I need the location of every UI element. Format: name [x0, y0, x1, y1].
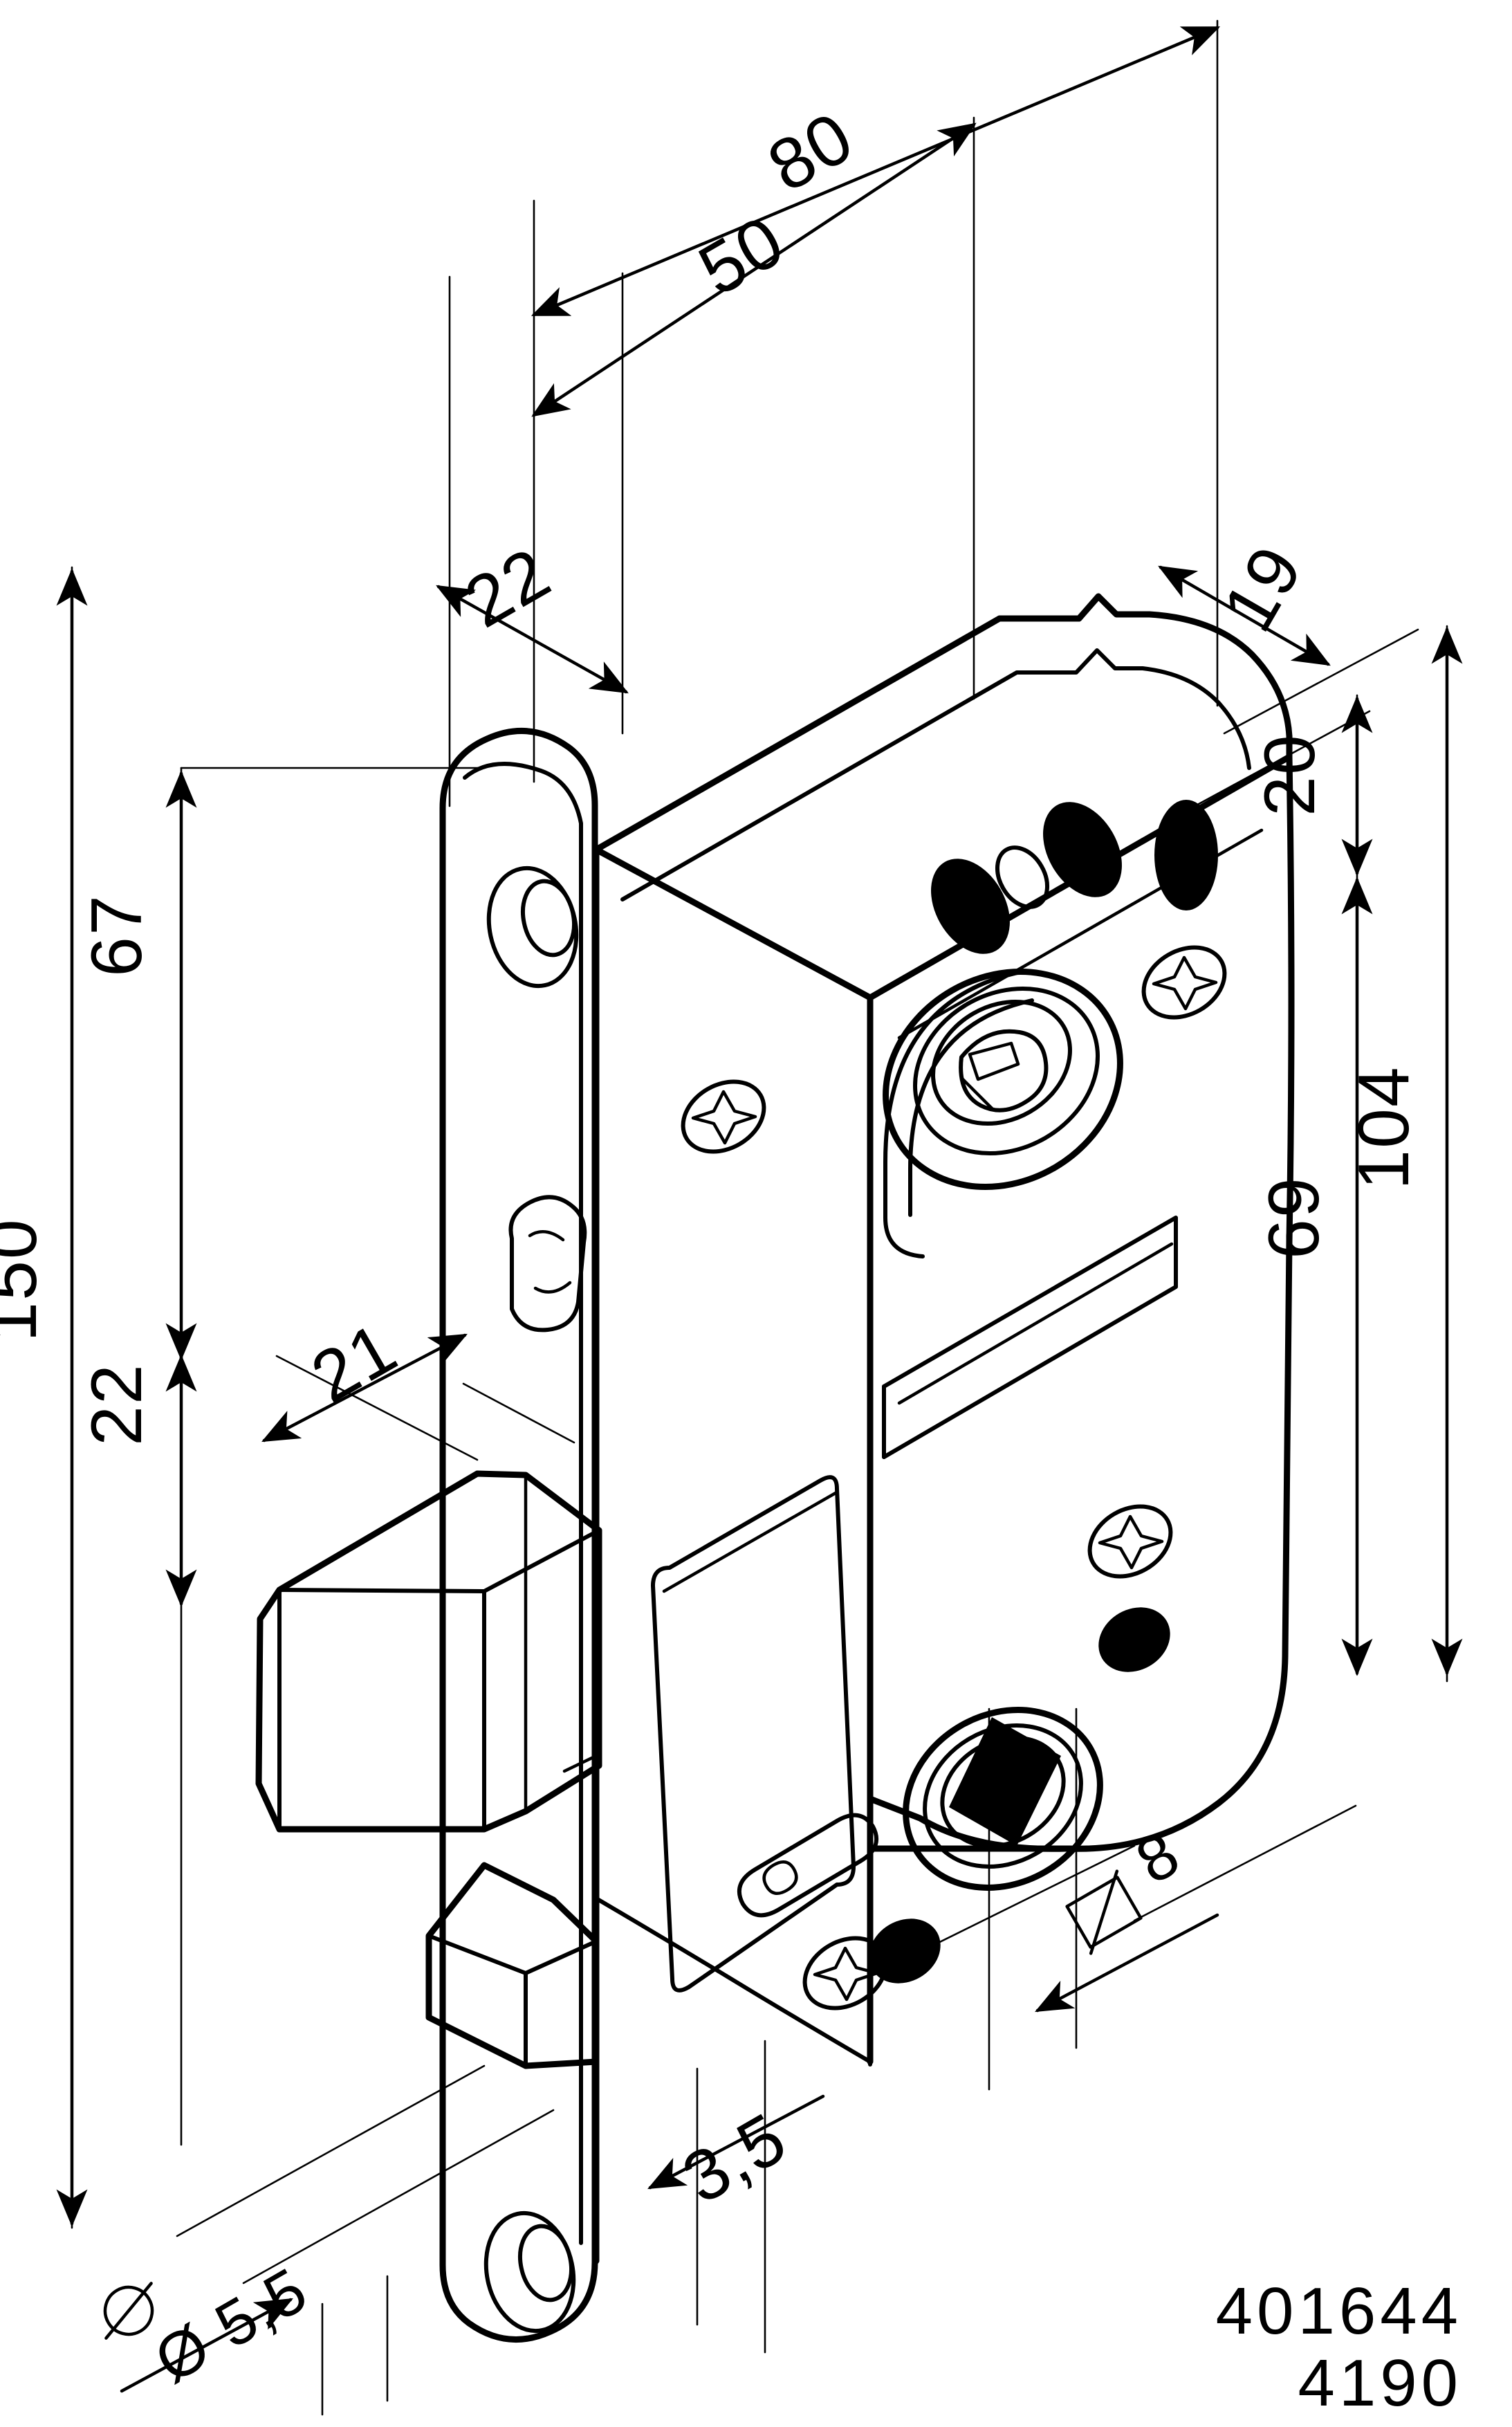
dimline-80: [531, 26, 1221, 317]
dim-label-67: 67: [77, 894, 157, 977]
screw-icon-3: [1087, 1504, 1173, 1579]
case-screws: [681, 945, 1227, 2011]
case-inner-panel: [651, 1475, 856, 1993]
dim-label-150: 150: [0, 1218, 52, 1342]
latch-bolt: [425, 1862, 600, 2069]
dowel-pins: [869, 800, 1218, 1984]
case-slot: [737, 1813, 879, 1918]
extension-lines: [71, 19, 1448, 2416]
faceplate-fixing-hole-bottom: [483, 2210, 576, 2334]
dim-label-69: 69: [1254, 1176, 1334, 1259]
part-number-primary: 401644: [1215, 2274, 1462, 2348]
dim-label-80: 80: [755, 97, 867, 208]
dim-label-21: 21: [299, 1308, 411, 1418]
dim-label-5-5: Ø 5,5: [143, 2254, 320, 2397]
faceplate: [439, 727, 598, 2343]
dim-label-sq-8: 8: [1125, 1818, 1192, 1898]
dim-label-22-top: 22: [452, 533, 564, 643]
cylinder-opening: [883, 969, 1123, 1258]
dim-label-50: 50: [686, 201, 798, 311]
screw-icon-1: [681, 1079, 766, 1154]
dimension-lines: [56, 26, 1463, 2393]
screw-icon-2: [1141, 945, 1227, 1020]
dim-label-104: 104: [1344, 1065, 1424, 1190]
dimline-50: [531, 122, 977, 417]
dimline-sq-8: [1035, 1913, 1219, 2013]
dimline-21: [261, 1333, 468, 1443]
deadbolt: [255, 1470, 602, 1833]
faceplate-fixing-hole-top: [486, 866, 579, 989]
faceplate-latch-slot: [508, 1195, 587, 1332]
dim-label-19: 19: [1208, 533, 1318, 645]
part-number-secondary: 4190: [1298, 2346, 1462, 2420]
dim-label-20: 20: [1250, 733, 1330, 816]
dim-label-3-5: 3,5: [670, 2098, 800, 2219]
dimline-3-5: [647, 2094, 825, 2190]
dimline-19: [1158, 565, 1331, 666]
dim-label-22-left: 22: [77, 1363, 157, 1446]
dimline-22-top: [436, 585, 629, 694]
symbol-diameter-5-5: [103, 2282, 154, 2340]
dimline-dia-5-5: [120, 2298, 293, 2393]
symbol-square-8: [1065, 1869, 1143, 1955]
case-rail: [882, 1216, 1178, 1459]
dimension-labels: 80 50 22 19 20 104 69 150 67 22 21 3,5 Ø…: [0, 97, 1424, 2397]
spindle-opening: [903, 1707, 1103, 1891]
